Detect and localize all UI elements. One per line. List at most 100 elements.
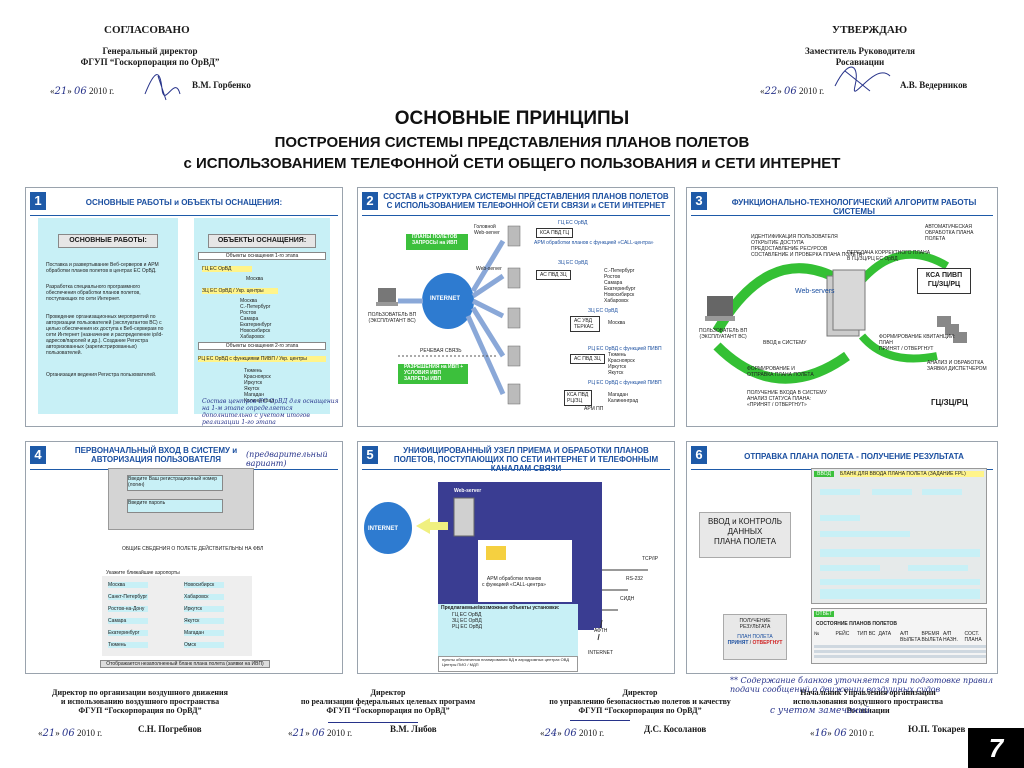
approval-right-heading: УТВЕРЖДАЮ	[832, 24, 908, 36]
objects-block: ОБЪЕКТЫ ОСНАЩЕНИЯ: Объекты оснащения 1-г…	[194, 218, 330, 414]
airport-option[interactable]: Новосибирск	[184, 582, 224, 588]
works-block: ОСНОВНЫЕ РАБОТЫ: Поставка и развертывани…	[38, 218, 178, 414]
webserver-label: Web-server	[454, 488, 482, 494]
arm-label: АРМ обработки планов с функцией «CALL-це…	[482, 576, 546, 588]
internet-label: INTERNET	[430, 296, 460, 302]
form-field[interactable]	[820, 531, 910, 537]
signature-date: «16» 06 2010 г.	[810, 728, 875, 739]
gc-node: КСА ПВД ГЦ	[536, 228, 574, 238]
panel-title: ОСНОВНЫЕ РАБОТЫ и ОБЪЕКТЫ ОСНАЩЕНИЯ:	[85, 198, 283, 207]
signature-date: «21» 06 2010 г.	[288, 728, 353, 739]
answer-button[interactable]: ОТВЕТ	[814, 611, 834, 617]
sidn-label: СИДН	[620, 596, 635, 602]
gc-label: ГЦ ЕС ОрВД	[558, 220, 588, 226]
flow-in-arrow: РАЗРЕШЕНИЯ на ИВП + УСЛОВИЯ ИВП ЗАПРЕТЫ …	[398, 364, 468, 384]
stage2-label: Объекты оснащения 2-го этапа	[198, 342, 326, 350]
webservers-label: Web-servers	[795, 288, 835, 295]
plan-label: ПЛАН ПОЛЕТА	[737, 634, 773, 640]
form-header: БЛАНК ДЛЯ ВВОДА ПЛАНА ПОЛЕТА (ЗАДАНИЕ FP…	[840, 471, 984, 477]
airport-option[interactable]: Ростов-на-Дону	[108, 606, 148, 612]
status-title: СОСТОЯНИЕ ПЛАНОВ ПОЛЕТОВ	[816, 621, 897, 627]
airport-option[interactable]: Омск	[184, 642, 224, 648]
airport-option[interactable]: Санкт-Петербург	[108, 594, 148, 600]
signature-mark	[144, 74, 181, 101]
aftn-label: АФТН	[594, 628, 608, 634]
panel-title: ПЕРВОНАЧАЛЬНЫЙ ВХОД В СИСТЕМУ и АВТОРИЗА…	[74, 446, 238, 464]
rc-cities: Тюмень Красноярск Иркутск Якутск Магадан…	[244, 368, 275, 404]
step-3: ФОРМИРОВАНИЕ И ОТПРАВКА ПЛАНА ПОЛЕТА	[747, 366, 814, 378]
panel-4: 4 ПЕРВОНАЧАЛЬНЫЙ ВХОД В СИСТЕМУ и АВТОРИ…	[25, 441, 343, 674]
result-block: ПОЛУЧЕНИЕ РЕЗУЛЬТАТА ПЛАН ПОЛЕТА ПРИНЯТ …	[723, 614, 787, 660]
login-field[interactable]: Введите Ваш регистрационный номер (логин…	[127, 475, 223, 491]
signature-block: Начальник Управления организации использ…	[770, 688, 966, 748]
install-objects: Предлагаемые/возможные объекты установки…	[438, 604, 578, 656]
table-row[interactable]	[814, 655, 986, 658]
step-4: ПЕРЕДАЧА КОРРЕКТНОГО ПЛАНА В ГЦ/ЗЦ/РЦ ЕС…	[847, 250, 931, 262]
table-row[interactable]	[814, 645, 986, 648]
form-field[interactable]	[820, 589, 980, 599]
airport-option[interactable]: Самара	[108, 618, 148, 624]
works-item: Проведение организационных мероприятий п…	[46, 314, 164, 356]
signature-name: С.Н. Погребнов	[138, 724, 202, 734]
input-button[interactable]: ВВОД	[814, 471, 834, 477]
form-field[interactable]	[872, 489, 912, 495]
col-header: СОСТ. ПЛАНА	[964, 631, 982, 643]
airport-option[interactable]: Иркутск	[184, 606, 224, 612]
col-header: А/П ВЫЛЕТА	[900, 631, 921, 643]
internet2-label: INTERNET	[588, 650, 613, 656]
user-label: ПОЛЬЗОВАТЕЛЬ ВП (ЭКСПЛУАТАНТ ВС)	[699, 328, 748, 340]
objects-heading: ОБЪЕКТЫ ОСНАЩЕНИЯ:	[208, 234, 316, 248]
flight-info-label: ОБЩИЕ СВЕДЕНИЯ О ПОЛЕТЕ ДЕЙСТВИТЕЛЬНЫ НА…	[122, 546, 264, 552]
airport-option[interactable]: Магадан	[184, 630, 224, 636]
network-diagram	[376, 225, 521, 405]
page-number: 7	[968, 728, 1024, 768]
approval-left-heading: СОГЛАСОВАНО	[104, 24, 190, 36]
title-line1: ОСНОВНЫЕ ПРИНЦИПЫ	[394, 108, 630, 129]
input-block: ВВОД и КОНТРОЛЬ ДАННЫХ ПЛАНА ПОЛЕТА	[699, 512, 791, 558]
form-field[interactable]	[908, 565, 968, 571]
panel-number: 4	[30, 446, 46, 464]
result-title: ПОЛУЧЕНИЕ РЕЗУЛЬТАТА	[739, 618, 771, 630]
airport-option[interactable]: Тюмень	[108, 642, 148, 648]
signature-title: Директор по управлению безопасностью пол…	[549, 688, 731, 715]
install-heading: Предлагаемые/возможные объекты установки…	[441, 605, 560, 611]
form-field[interactable]	[820, 489, 860, 495]
rc2-cities: Магадан Калининград	[608, 392, 639, 404]
panel-number: 6	[691, 446, 707, 464]
col-header: ВРЕМЯ ВЫЛЕТА	[921, 631, 943, 643]
rc2-node: КСА ПВД РЦ/ЗЦ	[564, 390, 592, 406]
panel-number: 1	[30, 192, 46, 210]
step-5: АВТОМАТИЧЕСКАЯ ОБРАБОТКА ПЛАНА ПОЛЕТА	[925, 224, 974, 242]
airport-option[interactable]: Якутск	[184, 618, 224, 624]
col-header: ТИП ВС	[857, 631, 876, 637]
rc-node: АС ПВД ЗЦ	[570, 354, 605, 364]
airport-option[interactable]: Москва	[108, 582, 148, 588]
form-field[interactable]	[820, 579, 980, 585]
password-field[interactable]: Введите пароль	[127, 499, 223, 513]
airport-option[interactable]: Екатеринбург	[108, 630, 148, 636]
webserver-label: Web-server	[476, 266, 502, 272]
table-row[interactable]	[814, 650, 986, 653]
install-points: пункты обеспечения планирования ВД в аэр…	[438, 656, 578, 672]
rc-cities: Тюмень Красноярск Иркутск Якутск	[608, 352, 635, 376]
approval-right-name: А.В. Ведерников	[900, 80, 968, 90]
voice-label: РЕЧЕВАЯ СВЯЗЬ	[420, 348, 462, 354]
approval-left-name: В.М. Горбенко	[192, 80, 251, 90]
form-field[interactable]	[820, 565, 880, 571]
install-item: РЦ ЕС ОрВД	[452, 624, 483, 630]
rs232-label: RS-232	[626, 576, 643, 582]
step-8: ПОЛУЧЕНИЕ ВХОДА В СИСТЕМУ АНАЛИЗ СТАТУСА…	[747, 390, 827, 408]
form-field[interactable]	[922, 489, 962, 495]
approval-left-date: «21» 06 2010 г.	[50, 86, 115, 97]
works-heading: ОСНОВНЫЕ РАБОТЫ:	[58, 234, 158, 248]
airport-option[interactable]: Хабаровск	[184, 594, 224, 600]
install-item: ЗЦ ЕС ОрВД	[452, 618, 482, 624]
zc-label: ЗЦ ЕС ОрВД	[558, 260, 588, 266]
flow-out-arrow: ПЛАНЫ ПОЛЕТОВ ЗАПРОСЫ на ИВП	[406, 234, 468, 250]
login-form: Введите Ваш регистрационный номер (логин…	[108, 468, 254, 530]
approval-right-position: Заместитель Руководителя Росавиации	[804, 46, 915, 67]
form-field[interactable]	[820, 515, 860, 521]
zc-cities: С.-Петербург Ростов Самара Екатеринбург …	[604, 268, 636, 304]
signature-date: «21» 06 2010 г.	[38, 728, 103, 739]
form-field[interactable]	[820, 549, 980, 557]
